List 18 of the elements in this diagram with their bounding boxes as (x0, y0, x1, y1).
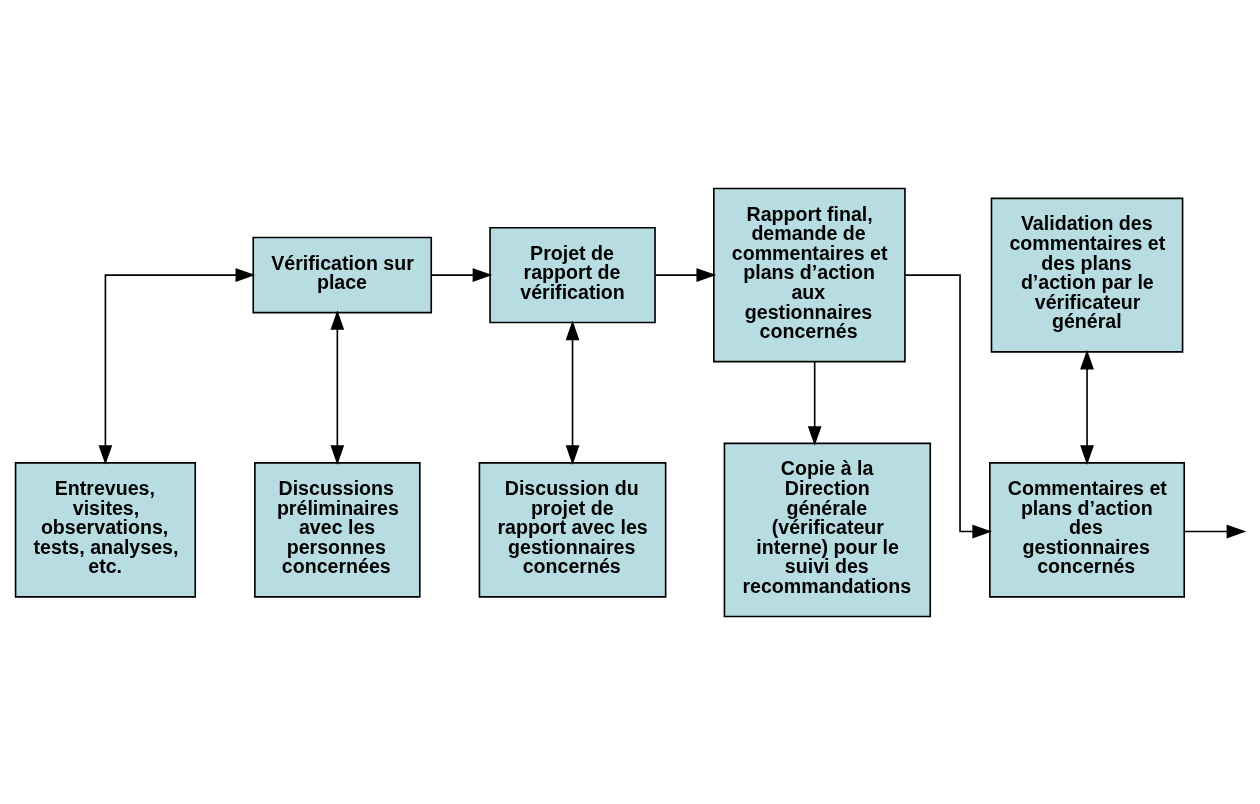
arrow (1080, 349, 1094, 465)
node-box: Vérification sur place (252, 236, 433, 313)
arrow (1183, 524, 1247, 538)
arrow (330, 309, 345, 465)
arrow (654, 267, 717, 282)
arrow (807, 360, 822, 446)
node-box: Validation des commentaires et des plans d’action par le vérificateur général (990, 197, 1184, 353)
arrow (904, 273, 992, 538)
node-box: Copie à la Direction générale (vérificateur interne) pour le suivi des recommandations (723, 442, 932, 617)
arrow (565, 320, 580, 465)
node-box: Projet de rapport de vérification (489, 226, 656, 323)
node-box: Commentaires et plans d’action des gestionnaires concernés (989, 461, 1186, 598)
node-box: Discussion du projet de rapport avec les gestionnaires concernés (478, 461, 667, 598)
arrow (98, 267, 256, 465)
node-box: Entrevues, visites, observations, tests, analyses, etc. (14, 461, 197, 598)
node-box: Rapport final, demande de commentaires et plans d’action aux gestionnaires concernés (713, 187, 906, 362)
arrow (430, 267, 493, 282)
node-box: Discussions préliminaires avec les personnes concernées (254, 461, 421, 598)
